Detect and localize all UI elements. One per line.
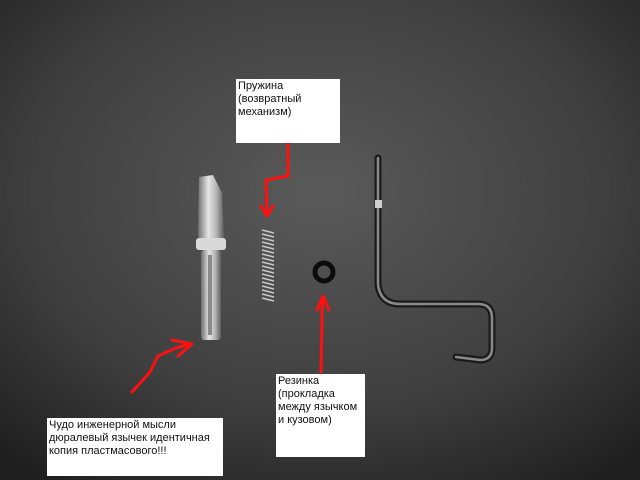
red-arrows bbox=[130, 142, 331, 394]
tongue-arrow bbox=[130, 342, 192, 394]
caption-line: дюралевый язычек идентичная bbox=[49, 432, 210, 444]
tongue-caption: Чудо инженерной мысли дюралевый язычек и… bbox=[47, 418, 223, 476]
caption-line: Резинка bbox=[278, 375, 320, 387]
caption-line: копия пластмасового!!! bbox=[49, 445, 167, 457]
spring-arrow bbox=[264, 142, 290, 216]
caption-line: и кузовом) bbox=[278, 414, 332, 426]
rubber-washer bbox=[312, 260, 336, 284]
spring-caption: Пружина (возвратный механизм) bbox=[236, 79, 340, 143]
caption-line: между язычком bbox=[278, 401, 358, 413]
caption-line: механизм) bbox=[238, 106, 292, 118]
bent-rod bbox=[374, 154, 496, 364]
spring bbox=[261, 229, 275, 302]
caption-line: (возвратный bbox=[238, 93, 302, 105]
washer-arrow bbox=[319, 296, 325, 374]
caption-line: Чудо инженерной мысли bbox=[49, 419, 176, 431]
latch-tongue bbox=[196, 175, 226, 340]
rubber-caption: Резинка (прокладка между язычком и кузов… bbox=[276, 374, 365, 457]
caption-line: (прокладка bbox=[278, 388, 335, 400]
caption-line: Пружина bbox=[238, 80, 284, 92]
